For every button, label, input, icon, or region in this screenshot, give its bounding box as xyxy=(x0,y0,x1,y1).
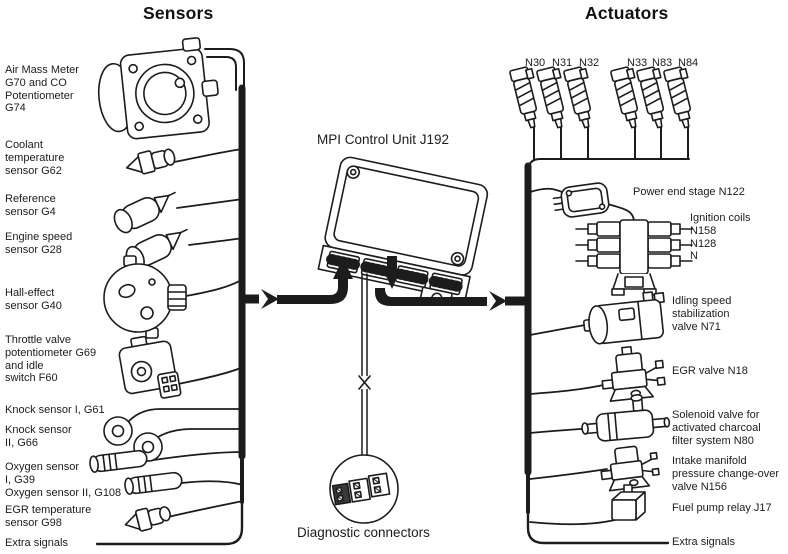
wire-throttle xyxy=(177,366,244,385)
fuel-pump-relay-icon xyxy=(611,484,646,521)
fuel-injectors-icon xyxy=(508,65,701,131)
power-end-stage-icon xyxy=(552,182,610,218)
sensors-heading: Sensors xyxy=(143,3,214,23)
wire-oxygen-2 xyxy=(181,480,244,486)
coolant-temp-sensor-icon xyxy=(125,148,176,175)
label-injector-n30: N30 xyxy=(525,57,546,69)
control-unit-icon xyxy=(317,156,489,306)
ignition-coils-icon xyxy=(575,219,693,296)
throttle-potentiometer-icon xyxy=(118,335,182,399)
control-unit-label: MPI Control Unit J192 xyxy=(317,132,450,147)
oxygen-sensor-1-icon xyxy=(89,449,148,473)
label-knock-sensor-2: Knock sensor II, G66 xyxy=(5,424,72,449)
label-ignition-coils: Ignition coils N158 N128 N xyxy=(690,212,751,263)
label-extra-signals-right: Extra signals xyxy=(672,536,735,548)
actuator-bus-line xyxy=(524,125,690,545)
wire-knock-2 xyxy=(157,428,244,438)
label-injector-n33: N33 xyxy=(627,57,648,69)
wire-hall xyxy=(185,278,244,297)
label-injector-n31: N31 xyxy=(552,57,573,69)
wire-fuel-pump-relay xyxy=(529,517,623,526)
sensor-wires xyxy=(128,148,244,518)
label-air-mass-meter: Air Mass Meter G70 and CO Potentiometer … xyxy=(5,64,79,115)
diagnostic-connectors-label: Diagnostic connectors xyxy=(297,525,430,540)
wire-reference xyxy=(176,198,244,209)
hall-sensor-icon xyxy=(103,255,187,339)
label-hall-effect-sensor: Hall-effect sensor G40 xyxy=(5,287,62,312)
label-egr-valve: EGR valve N18 xyxy=(672,365,748,377)
wire-oxygen-1 xyxy=(146,451,244,462)
diagnostic-link xyxy=(357,273,372,459)
label-injector-n84: N84 xyxy=(678,57,699,69)
intake-valve-icon xyxy=(600,445,660,492)
label-engine-speed-sensor: Engine speed sensor G28 xyxy=(5,231,73,256)
label-fuel-pump-relay: Fuel pump relay J17 xyxy=(672,502,772,514)
egr-temp-sensor-icon xyxy=(124,506,171,532)
wire-intake-valve xyxy=(529,468,608,480)
actuators-heading: Actuators xyxy=(585,3,669,23)
label-extra-signals-left: Extra signals xyxy=(5,537,68,549)
wire-egr-valve xyxy=(529,383,609,395)
label-injector-n32: N32 xyxy=(579,57,600,69)
label-charcoal-valve: Solenoid valve for activated charcoal fi… xyxy=(672,409,761,447)
wire-engine-speed xyxy=(188,237,244,246)
wire-egr-temp xyxy=(167,500,244,518)
label-egr-temp-sensor: EGR temperature sensor G98 xyxy=(5,504,92,529)
label-intake-valve: Intake manifold pressure change-over val… xyxy=(672,455,780,493)
idling-valve-icon xyxy=(582,291,665,345)
diagnostic-connectors-icon xyxy=(329,454,399,524)
label-reference-sensor: Reference sensor G4 xyxy=(5,193,56,218)
wire-power-end-stage xyxy=(529,187,565,194)
label-throttle-potentiometer: Throttle valve potentiometer G69 and idl… xyxy=(5,334,97,385)
wire-idling-valve xyxy=(529,323,593,336)
egr-valve-icon xyxy=(601,345,666,402)
signal-flow-arrows xyxy=(244,256,530,311)
label-oxygen-sensor-1: Oxygen sensor I, G39 xyxy=(5,461,79,486)
wire-coolant xyxy=(173,148,244,163)
oxygen-sensor-2-icon xyxy=(124,471,183,495)
label-coolant-temp-sensor: Coolant temperature sensor G62 xyxy=(5,139,65,177)
reference-sensor-icon xyxy=(113,191,176,234)
label-idling-valve: Idling speed stabilization valve N71 xyxy=(672,295,732,333)
label-power-end-stage: Power end stage N122 xyxy=(633,186,745,198)
charcoal-valve-icon xyxy=(581,394,671,442)
label-oxygen-sensor-2: Oxygen sensor II, G108 xyxy=(5,487,122,499)
label-injector-n83: N83 xyxy=(652,57,673,69)
label-knock-sensor-1: Knock sensor I, G61 xyxy=(5,404,105,416)
air-mass-meter-icon xyxy=(97,37,219,140)
wire-knock-1 xyxy=(128,408,244,422)
knock-sensor-1-icon xyxy=(103,416,133,446)
